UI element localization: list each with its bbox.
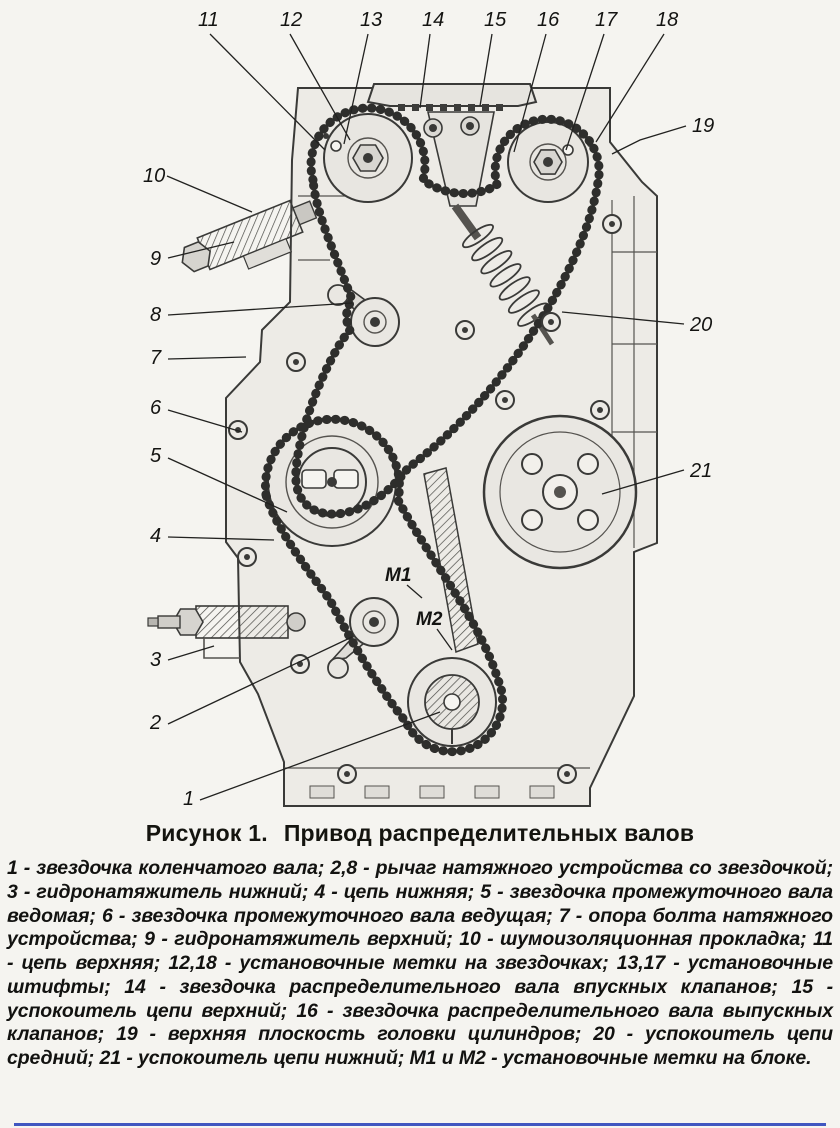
bolt	[286, 352, 306, 372]
callout-m2: М2	[416, 609, 443, 630]
leader-m2	[436, 628, 453, 651]
callout-12: 12	[280, 9, 302, 31]
bolt	[590, 400, 610, 420]
bolt	[337, 764, 357, 784]
leader-12	[289, 33, 351, 141]
figure-legend: 1 - звездочка коленчатого вала; 2,8 - ры…	[7, 857, 833, 1070]
leader-11	[209, 33, 326, 151]
leader-18	[595, 33, 665, 143]
leader-21	[601, 469, 685, 495]
leader-6	[167, 409, 243, 433]
upper-hydraulic-tensioner	[181, 199, 318, 273]
leader-4	[167, 536, 275, 541]
callout-11: 11	[198, 9, 219, 31]
locating-pin-13	[330, 140, 342, 152]
figure-caption-label: Рисунок 1.	[145, 820, 268, 846]
bolt	[495, 390, 515, 410]
callout-5: 5	[150, 445, 162, 467]
camshaft-sprocket-intake	[323, 113, 413, 203]
callout-14: 14	[422, 9, 444, 31]
callout-7: 7	[150, 347, 162, 369]
locating-pin-17	[562, 144, 574, 156]
callout-3: 3	[150, 649, 161, 671]
leader-5	[167, 457, 288, 513]
crankshaft-sprocket	[407, 657, 497, 747]
leader-20	[561, 311, 685, 325]
callout-1: 1	[183, 788, 194, 810]
callout-9: 9	[150, 248, 161, 270]
leader-m1	[406, 584, 423, 599]
lower-chain	[260, 414, 508, 757]
callout-20: 20	[689, 314, 712, 336]
upper-chain-guide-bracket	[366, 83, 538, 207]
cover-bolts	[228, 214, 622, 784]
callout-17: 17	[595, 9, 618, 31]
callout-19: 19	[692, 115, 714, 137]
callout-m1: М1	[385, 565, 411, 586]
callout-16: 16	[537, 9, 560, 31]
leader-2	[167, 636, 353, 725]
callout-6: 6	[150, 397, 162, 419]
engine-block	[225, 87, 658, 807]
callout-21: 21	[689, 460, 712, 482]
leader-19	[611, 125, 687, 155]
leader-8	[167, 302, 353, 316]
leader-1	[199, 711, 441, 801]
bottom-rule	[14, 1123, 826, 1126]
leader-17	[565, 33, 605, 151]
bolt	[557, 764, 577, 784]
lower-hydraulic-tensioner	[147, 605, 306, 659]
callout-leaders	[166, 33, 687, 801]
bolt	[237, 547, 257, 567]
leader-16	[513, 33, 547, 153]
figure-caption-title: Привод распределительных валов	[283, 820, 695, 846]
pump-cover	[482, 414, 638, 570]
callout-13: 13	[360, 9, 382, 31]
timing-chain-diagram: 11 12 13 14 15 16 17 18 19 20 21 10 9 8 …	[143, 9, 714, 810]
leader-7	[167, 356, 247, 360]
upper-tensioner-arm	[327, 284, 400, 347]
timing-mark-12	[323, 133, 329, 139]
callout-15: 15	[484, 9, 507, 31]
callout-18: 18	[656, 9, 678, 31]
bolt	[228, 420, 248, 440]
figure-caption: Рисунок 1. Привод распределительных валов	[0, 820, 840, 847]
callout-4: 4	[150, 525, 161, 547]
leader-9	[167, 241, 235, 259]
lower-tensioner-arm	[327, 597, 399, 679]
bolt	[602, 214, 622, 234]
callout-numbers: 11 12 13 14 15 16 17 18 19 20 21 10 9 8 …	[143, 9, 714, 810]
leader-3	[167, 645, 215, 661]
bolt	[541, 312, 561, 332]
bolt	[455, 320, 475, 340]
upper-chain	[291, 103, 604, 519]
callout-2: 2	[149, 712, 161, 734]
leader-14	[419, 33, 431, 109]
callout-8: 8	[150, 304, 161, 326]
leader-13	[343, 33, 369, 145]
callout-10: 10	[143, 165, 165, 187]
tensioner-spring	[451, 203, 555, 346]
leader-10	[166, 175, 253, 213]
leader-15	[479, 33, 493, 107]
